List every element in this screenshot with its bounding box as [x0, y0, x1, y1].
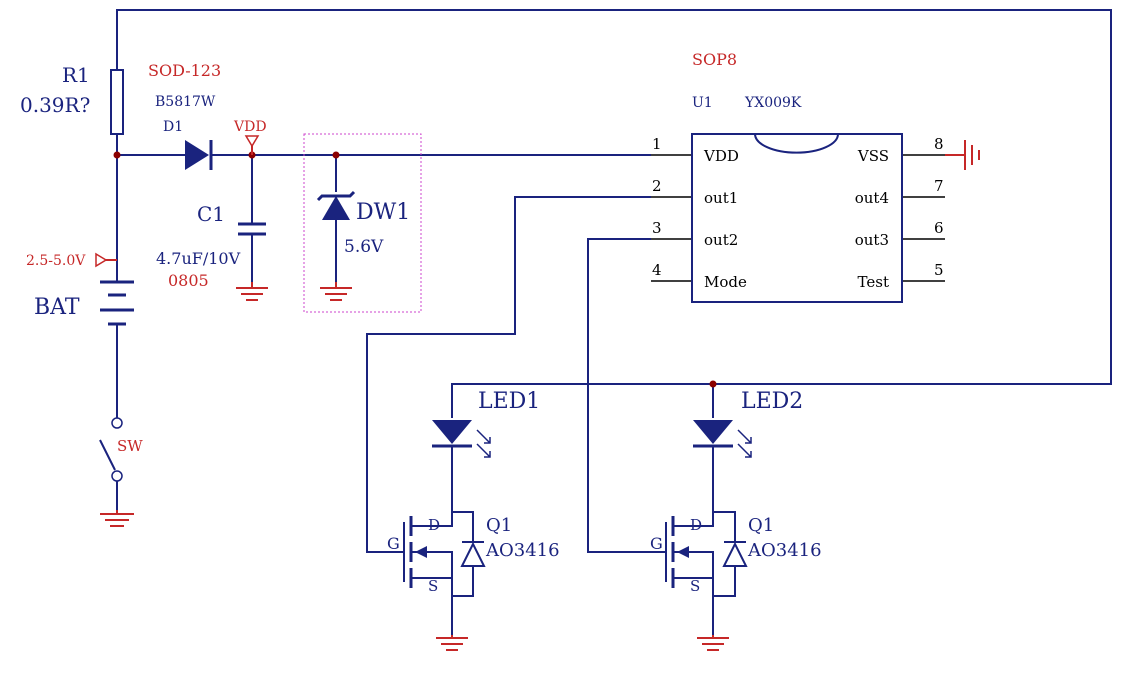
q2-part: AO3416 [747, 540, 822, 561]
ic-pin-name: VDD [703, 147, 739, 165]
ic-pin-name: out2 [704, 231, 738, 249]
r1-ref: R1 [62, 63, 90, 87]
switch-ref: SW [117, 437, 143, 455]
q2-drain-label: D [690, 516, 702, 534]
junction-dot [332, 151, 340, 159]
diode-symbol [185, 140, 213, 170]
ground-icon [236, 282, 268, 301]
battery-ref: BAT [34, 295, 80, 320]
ic-part: YX009K [744, 95, 802, 111]
led2-ref: LED2 [741, 389, 803, 414]
q2-ref: Q1 [748, 515, 774, 536]
q1-part: AO3416 [485, 540, 560, 561]
q2-source-label: S [690, 577, 700, 595]
r1-value: 0.39R? [20, 93, 90, 117]
c1-package: 0805 [168, 271, 209, 290]
ic-pin-number: 4 [652, 261, 662, 279]
q1-ref: Q1 [486, 515, 512, 536]
ic-pin-name: VSS [857, 147, 889, 165]
q1-source-label: S [428, 577, 438, 595]
ground-symbols [100, 140, 980, 651]
ic-pin-name: Test [858, 273, 889, 291]
mosfet-symbol [665, 511, 748, 597]
ground-icon [697, 635, 729, 651]
ic-pin-name: Mode [704, 273, 747, 291]
ic-pin-number: 2 [652, 177, 662, 195]
capacitor-symbol [238, 222, 266, 236]
ic-pin-name: out1 [704, 189, 738, 207]
mosfet-symbol [403, 511, 486, 597]
junction-dot [113, 151, 121, 159]
switch-symbol [99, 417, 123, 482]
c1-ref: C1 [197, 202, 225, 226]
ic-pin-number: 3 [652, 219, 662, 237]
wires [116, 9, 1112, 635]
zener-symbol [316, 190, 356, 220]
led-symbol [693, 420, 752, 458]
ic-ref: U1 [692, 95, 713, 111]
battery-port-icon [95, 252, 108, 268]
ic-pin-number: 1 [652, 135, 662, 153]
vdd-net-label: VDD [233, 119, 267, 135]
junction-dot [709, 380, 717, 388]
ic-pin-name: out3 [855, 231, 889, 249]
diode-ref: D1 [163, 119, 183, 135]
led-symbol [432, 420, 491, 458]
ground-icon [320, 282, 352, 301]
battery-voltage: 2.5-5.0V [26, 253, 86, 269]
ic-pin-number: 8 [934, 135, 944, 153]
ground-icon [436, 635, 468, 651]
q1-drain-label: D [428, 516, 440, 534]
junctions [113, 151, 717, 388]
zener-outline [303, 133, 422, 313]
led1-ref: LED1 [478, 389, 540, 414]
ic-pin-number: 6 [934, 219, 944, 237]
resistor-symbol [110, 69, 124, 135]
ground-icon [100, 510, 134, 527]
ic-pin-number: 5 [934, 261, 944, 279]
diode-package: SOD-123 [148, 61, 221, 80]
ic-pin-number: 7 [934, 177, 944, 195]
ic-pin-name: out4 [855, 189, 889, 207]
ic-body [691, 133, 903, 303]
diode-part: B5817W [155, 94, 216, 110]
q2-gate-label: G [650, 534, 663, 553]
zener-value: 5.6V [344, 237, 384, 257]
vdd-port-icon [244, 135, 260, 148]
ground-icon [964, 140, 980, 170]
zener-ref: DW1 [356, 200, 410, 225]
ic-package: SOP8 [692, 50, 737, 69]
q1-gate-label: G [387, 534, 400, 553]
c1-value: 4.7uF/10V [156, 249, 241, 268]
battery-symbol [100, 280, 134, 326]
